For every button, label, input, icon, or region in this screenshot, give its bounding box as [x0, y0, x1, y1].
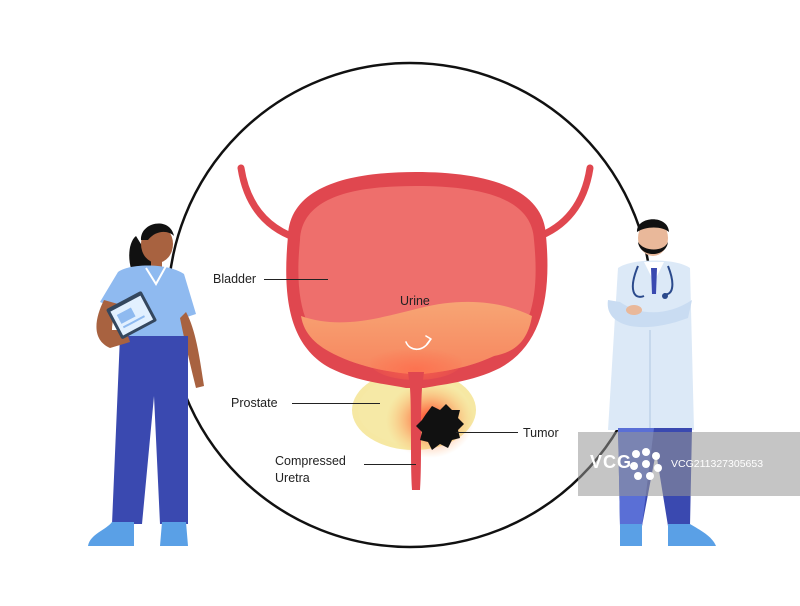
doctor-figure: [607, 219, 716, 546]
doctor-right-shoe: [668, 524, 716, 546]
tumor-leader-line: [456, 432, 518, 433]
doctor-hand: [626, 305, 642, 315]
tumor-label: Tumor: [523, 426, 559, 440]
nurse-figure: [88, 223, 204, 546]
doctor-head: [638, 220, 668, 256]
tumor-mass: [416, 404, 464, 450]
doctor-coat: [608, 260, 694, 430]
clipboard-icon: [106, 291, 157, 339]
doctor-left-shoe: [620, 524, 642, 546]
compressed-label: Compressed: [275, 454, 346, 468]
nurse-hair: [140, 223, 174, 240]
prostate-leader-line: [292, 403, 380, 404]
uretra-leader-line: [364, 464, 416, 465]
stethoscope-head-icon: [662, 293, 668, 299]
urine-label: Urine: [400, 294, 430, 308]
urethra: [408, 372, 424, 490]
doctor-arms: [607, 300, 692, 328]
nurse-left-shoe: [88, 522, 134, 546]
nurse-scrubs-top: [100, 265, 196, 338]
watermark: VCG VCG211327305653: [578, 432, 800, 496]
doctor-tie: [651, 268, 657, 294]
uretra-label: Uretra: [275, 471, 310, 485]
left-ureter: [237, 164, 300, 242]
watermark-logo: VCG: [590, 452, 633, 472]
nurse-right-arm: [180, 312, 204, 388]
watermark-id: VCG211327305653: [671, 458, 764, 470]
doctor-beard: [638, 242, 668, 254]
nurse-neck: [151, 258, 162, 270]
nurse-pants: [112, 336, 188, 524]
bladder-leader-line: [264, 279, 328, 280]
bladder-neck-glow: [370, 344, 462, 380]
flow-arrowhead-icon: [425, 335, 432, 345]
doctor-hair: [636, 219, 669, 232]
watermark-grid-icon: [630, 448, 662, 480]
urine-fluid: [301, 301, 532, 374]
bladder-label: Bladder: [213, 272, 257, 286]
nurse-collar: [145, 265, 167, 286]
prostate-label: Prostate: [231, 396, 278, 410]
nurse-right-shoe: [160, 522, 188, 546]
